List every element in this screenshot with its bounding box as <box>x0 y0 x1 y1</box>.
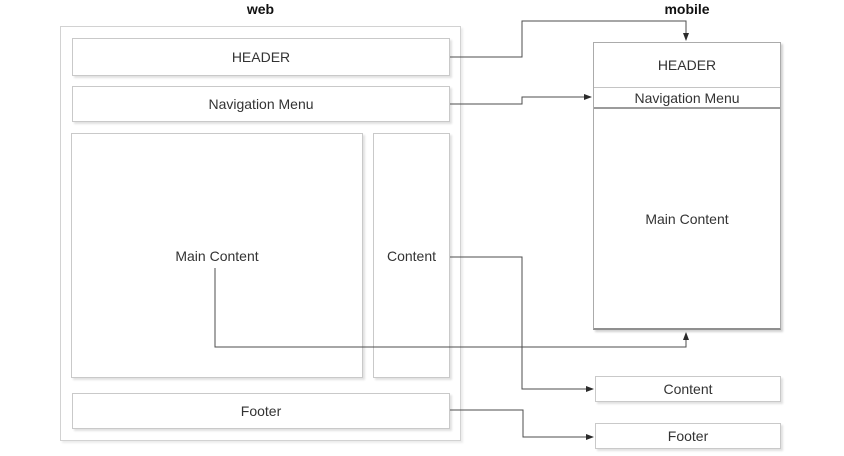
mobile-title: mobile <box>664 1 710 17</box>
mobile-page-container: HEADER Navigation Menu Main Content <box>593 42 781 330</box>
mobile-content-box: Content <box>595 376 781 402</box>
mobile-main-content-box: Main Content <box>645 210 729 227</box>
web-title: web <box>246 1 275 17</box>
web-main-content-box: Main Content <box>71 133 363 378</box>
connector-web-footer-to-mobile-footer <box>450 409 594 440</box>
web-navigation-menu-box: Navigation Menu <box>72 86 450 122</box>
web-header-box: HEADER <box>72 38 450 76</box>
connector-web-content-to-mobile-content <box>450 256 594 392</box>
mobile-navigation-menu-box: Navigation Menu <box>594 88 780 109</box>
connector-web-nav-to-mobile-nav <box>450 94 592 105</box>
web-footer-box: Footer <box>72 393 450 429</box>
mobile-footer-box: Footer <box>595 423 781 449</box>
mobile-header-box: HEADER <box>594 43 780 88</box>
web-content-box: Content <box>373 133 450 378</box>
